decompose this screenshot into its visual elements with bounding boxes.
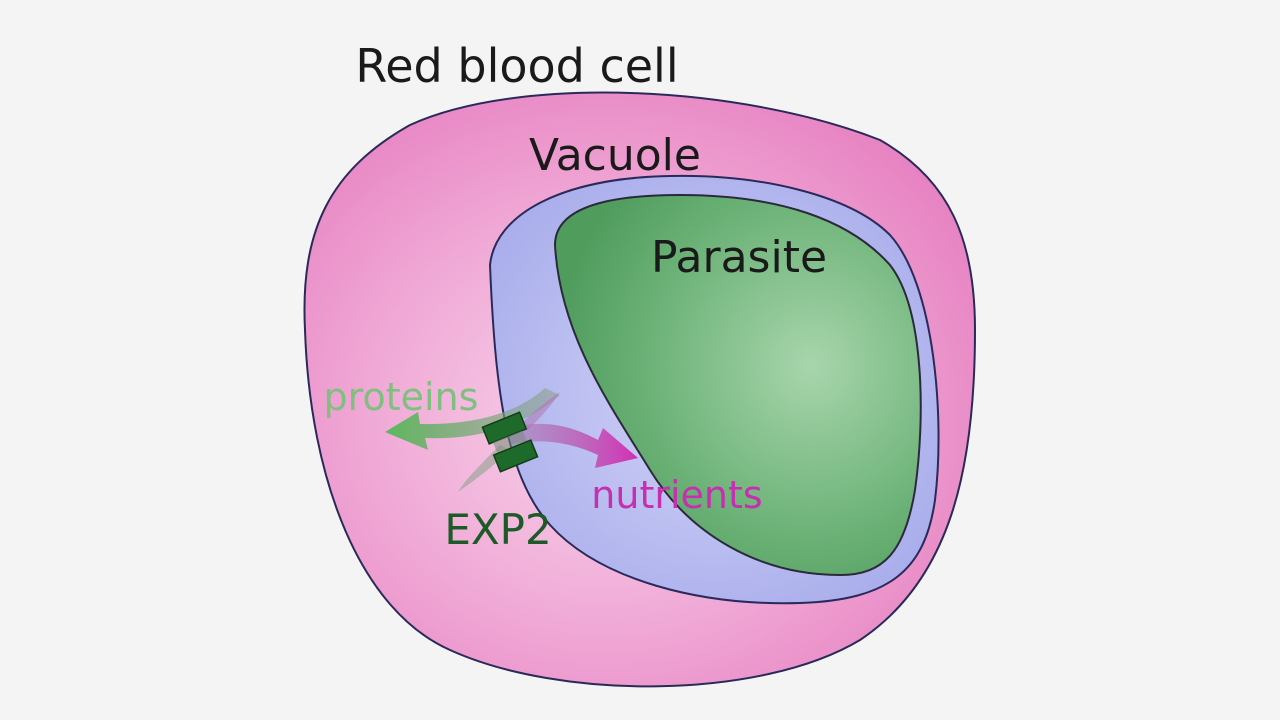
parasite-shape [553, 193, 922, 577]
red-blood-cell-label: Red blood cell [355, 39, 678, 93]
exp2-label: EXP2 [444, 505, 551, 554]
parasite-label: Parasite [651, 232, 827, 283]
exp2-channel [481, 411, 539, 473]
nutrients-label: nutrients [591, 473, 762, 517]
proteins-arrow [385, 388, 560, 450]
nutrients-arrow [505, 423, 638, 468]
vacuole-label: Vacuole [529, 130, 701, 181]
nutrients-arrow-tail [520, 392, 560, 430]
proteins-label: proteins [324, 375, 479, 419]
